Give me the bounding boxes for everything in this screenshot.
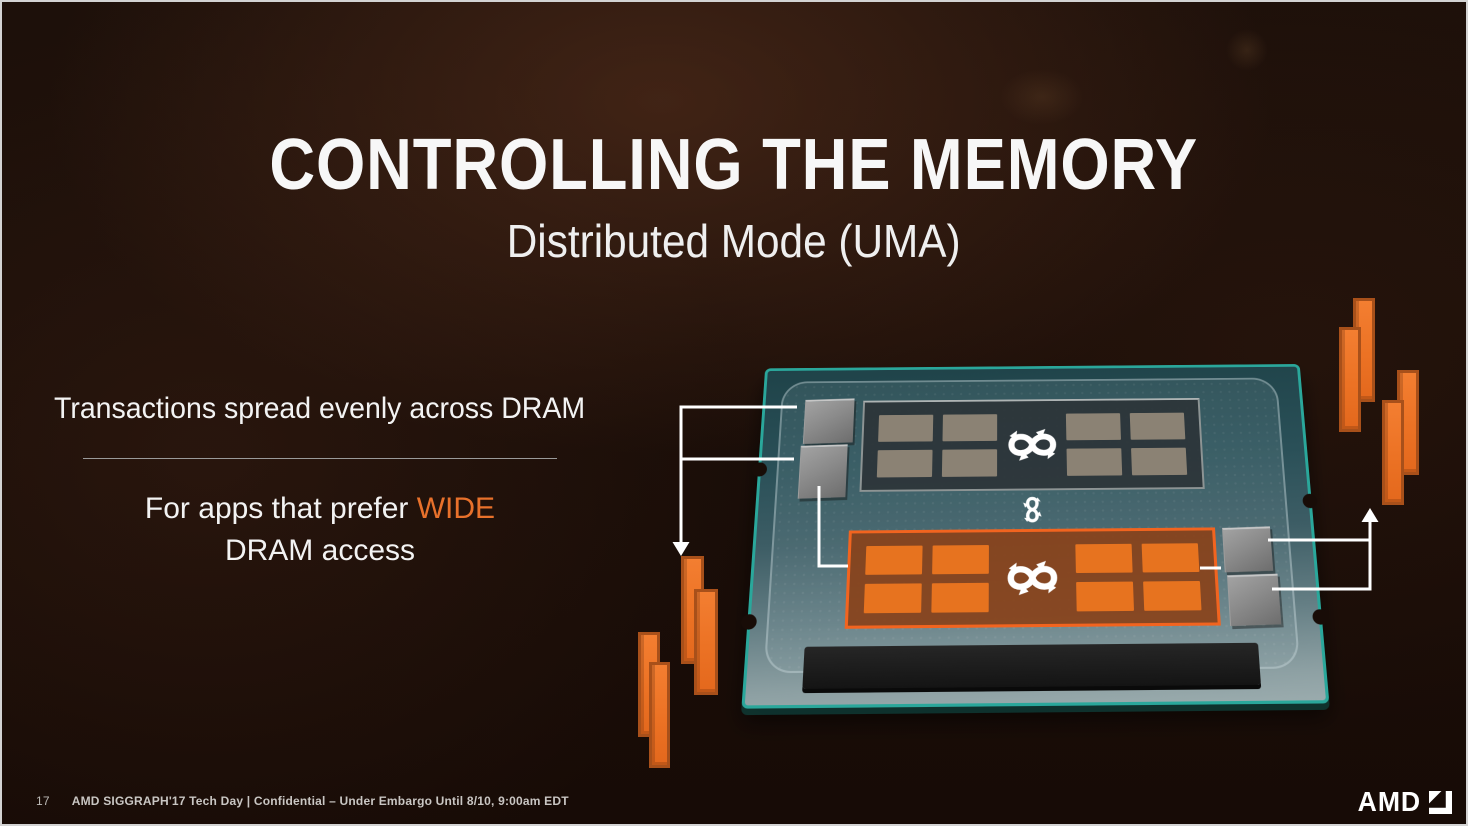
core-tile bbox=[942, 413, 998, 441]
amd-logo-text: AMD bbox=[1357, 786, 1422, 817]
die-orange-quad-left bbox=[863, 544, 989, 613]
core-tile bbox=[876, 449, 933, 477]
package-notch bbox=[1302, 493, 1319, 509]
apps-line: For apps that prefer WIDE bbox=[24, 492, 616, 526]
dram-access-line: DRAM access bbox=[224, 534, 416, 567]
page-title: CONTROLLING THE MEMORY bbox=[2, 124, 1466, 206]
dram-stick bbox=[649, 662, 670, 768]
statement-line: Transactions spread evenly across DRAM bbox=[54, 392, 586, 425]
core-tile bbox=[1065, 412, 1121, 440]
wide-highlight: WIDE bbox=[416, 492, 496, 525]
page-number: 17 bbox=[36, 794, 50, 808]
page-title-text: CONTROLLING THE MEMORY bbox=[269, 125, 1199, 205]
core-tile bbox=[878, 414, 934, 442]
memory-controller-block bbox=[802, 398, 855, 445]
core-tile bbox=[1141, 542, 1200, 572]
core-tile bbox=[932, 544, 989, 574]
core-tile bbox=[1143, 580, 1202, 611]
core-tile bbox=[1075, 543, 1133, 573]
core-tile bbox=[1131, 447, 1188, 475]
amd-arrow-icon bbox=[1429, 790, 1452, 814]
infinity-fabric-icon bbox=[1002, 426, 1063, 463]
infinity-fabric-icon bbox=[1001, 558, 1064, 598]
die-gray bbox=[859, 397, 1205, 492]
core-tile bbox=[1076, 581, 1134, 611]
die-orange-quad-right bbox=[1075, 542, 1202, 611]
memory-controller-block bbox=[797, 444, 848, 499]
inter-die-infinity-icon bbox=[1015, 492, 1051, 527]
processor-package bbox=[740, 364, 1330, 709]
core-tile bbox=[1129, 412, 1186, 440]
io-bar bbox=[802, 642, 1261, 689]
divider-line bbox=[83, 458, 557, 459]
core-tile bbox=[1066, 447, 1123, 476]
die-gray-quad-right bbox=[1065, 412, 1188, 476]
dram-stick bbox=[694, 589, 718, 695]
apps-line-prefix: For apps that prefer bbox=[144, 492, 417, 525]
core-tile bbox=[931, 582, 989, 613]
amd-logo: AMD bbox=[1356, 786, 1452, 818]
memory-controller-block bbox=[1222, 526, 1274, 573]
page-subtitle: Distributed Mode (UMA) bbox=[2, 214, 1466, 268]
die-orange bbox=[844, 527, 1221, 629]
footer-text: AMD SIGGRAPH'17 Tech Day | Confidential … bbox=[71, 794, 569, 808]
dram-stick bbox=[1382, 400, 1404, 505]
core-tile bbox=[941, 448, 998, 477]
dram-stick bbox=[1339, 327, 1361, 432]
footer: 17 AMD SIGGRAPH'17 Tech Day | Confidenti… bbox=[36, 794, 569, 808]
package-notch bbox=[1311, 609, 1329, 625]
arrowhead-down bbox=[672, 542, 690, 556]
package-notch bbox=[751, 462, 768, 477]
memory-controller-block bbox=[1226, 573, 1282, 627]
core-tile bbox=[865, 545, 923, 575]
die-gray-quad-left bbox=[876, 413, 998, 477]
arrowhead-up bbox=[1361, 508, 1379, 522]
core-tile bbox=[863, 582, 922, 613]
package-notch bbox=[740, 614, 758, 630]
page-subtitle-text: Distributed Mode (UMA) bbox=[507, 215, 961, 267]
left-text-panel: Transactions spread evenly across DRAM F… bbox=[24, 392, 616, 568]
